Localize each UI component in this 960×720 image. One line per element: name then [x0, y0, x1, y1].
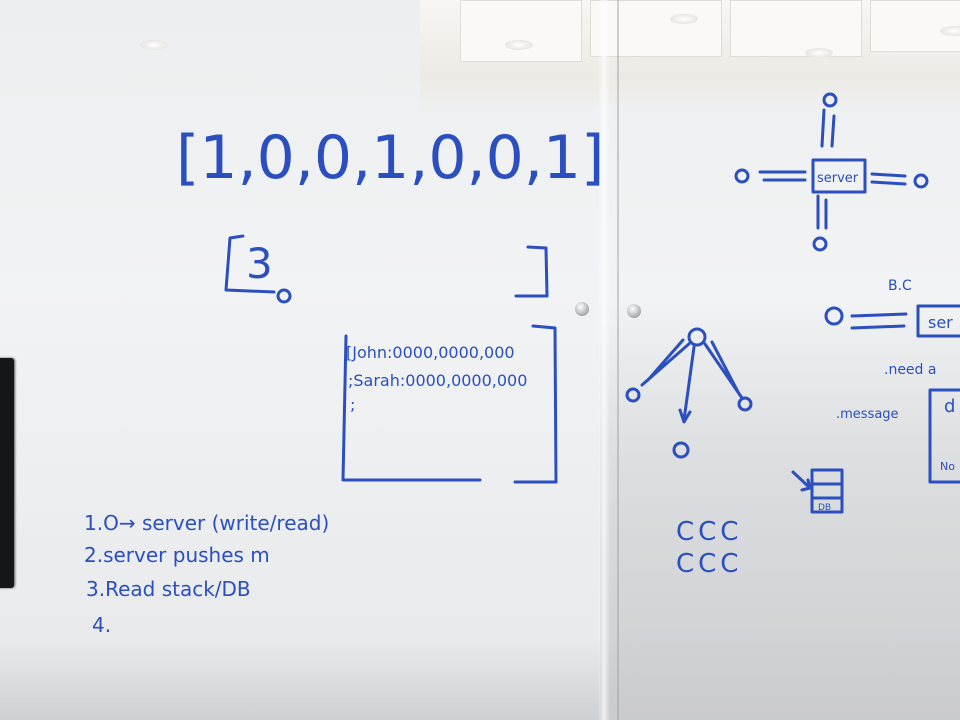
client-node-left — [734, 168, 750, 184]
record-box-left — [341, 334, 482, 482]
client-node-bottom — [812, 236, 828, 252]
record-line-1: [John:0000,0000,000 — [346, 343, 515, 362]
server-box-partial — [916, 304, 960, 338]
glass-panel-seam — [617, 0, 619, 720]
step-1: 1.O→ server (write/read) — [84, 511, 329, 535]
ceiling-light — [670, 14, 698, 24]
stack-layer-bottom — [810, 496, 844, 514]
note-box-partial — [928, 388, 960, 484]
ccc-row-2: CCC — [676, 549, 742, 579]
mounting-standoff — [575, 302, 589, 316]
stack-arrow — [791, 470, 812, 492]
array-text: [1,0,0,1,0,0,1] — [176, 123, 604, 193]
arrows-top — [820, 108, 836, 148]
note-no: No — [940, 460, 955, 473]
tree-node-middle — [672, 441, 690, 459]
wall-display-edge — [0, 358, 14, 588]
ceiling-tile — [460, 0, 582, 62]
left-bracket-drawing — [224, 234, 276, 294]
client-node-top — [822, 92, 838, 108]
tree-edge-left — [640, 338, 692, 387]
bracket-number: 3 — [246, 239, 273, 288]
right-bracket-drawing — [514, 245, 549, 298]
step-4: 4. — [92, 613, 111, 637]
stack-layer-top — [810, 468, 844, 486]
tree-node-left — [625, 387, 641, 403]
ceiling-tile — [590, 0, 722, 57]
tree-node-right — [737, 396, 753, 412]
tree-edge-middle — [678, 345, 696, 424]
record-line-2: ;Sarah:0000,0000,000 — [348, 371, 527, 390]
mounting-standoff — [627, 304, 641, 318]
ceiling-light — [805, 48, 833, 58]
arrows-right — [870, 172, 907, 186]
glass-glint — [598, 0, 610, 720]
arrows-left — [758, 170, 807, 182]
note-d: d — [944, 396, 955, 417]
step-2: 2.server pushes m — [84, 543, 270, 567]
server-label-partial: ser — [928, 313, 953, 332]
ceiling-light — [940, 26, 960, 36]
note-message: .message — [836, 407, 899, 422]
ccc-row-1: CCC — [676, 517, 742, 547]
client-node-bc — [824, 306, 844, 326]
arrows-bottom — [816, 194, 828, 230]
server-label: server — [817, 171, 859, 186]
stack-layer-middle — [810, 482, 844, 500]
ceiling-tile — [730, 0, 862, 57]
label-bc: B.C — [888, 278, 912, 294]
board-bottom-shadow — [0, 640, 960, 720]
step-3: 3.Read stack/DB — [86, 577, 251, 601]
arrows-bc — [850, 312, 908, 330]
note-need: .need a — [884, 362, 936, 378]
ceiling-reflection — [420, 0, 960, 110]
small-circle-drawing — [276, 288, 292, 304]
server-box-drawing — [811, 158, 867, 194]
tree-edge-right — [703, 340, 744, 400]
tree-root-node — [687, 327, 707, 347]
ceiling-light — [505, 40, 533, 50]
ceiling-light — [140, 40, 168, 50]
client-node-right — [913, 173, 929, 189]
stack-db-label: DB — [818, 503, 831, 513]
record-box-right — [513, 324, 558, 484]
record-line-3: ; — [350, 395, 355, 414]
